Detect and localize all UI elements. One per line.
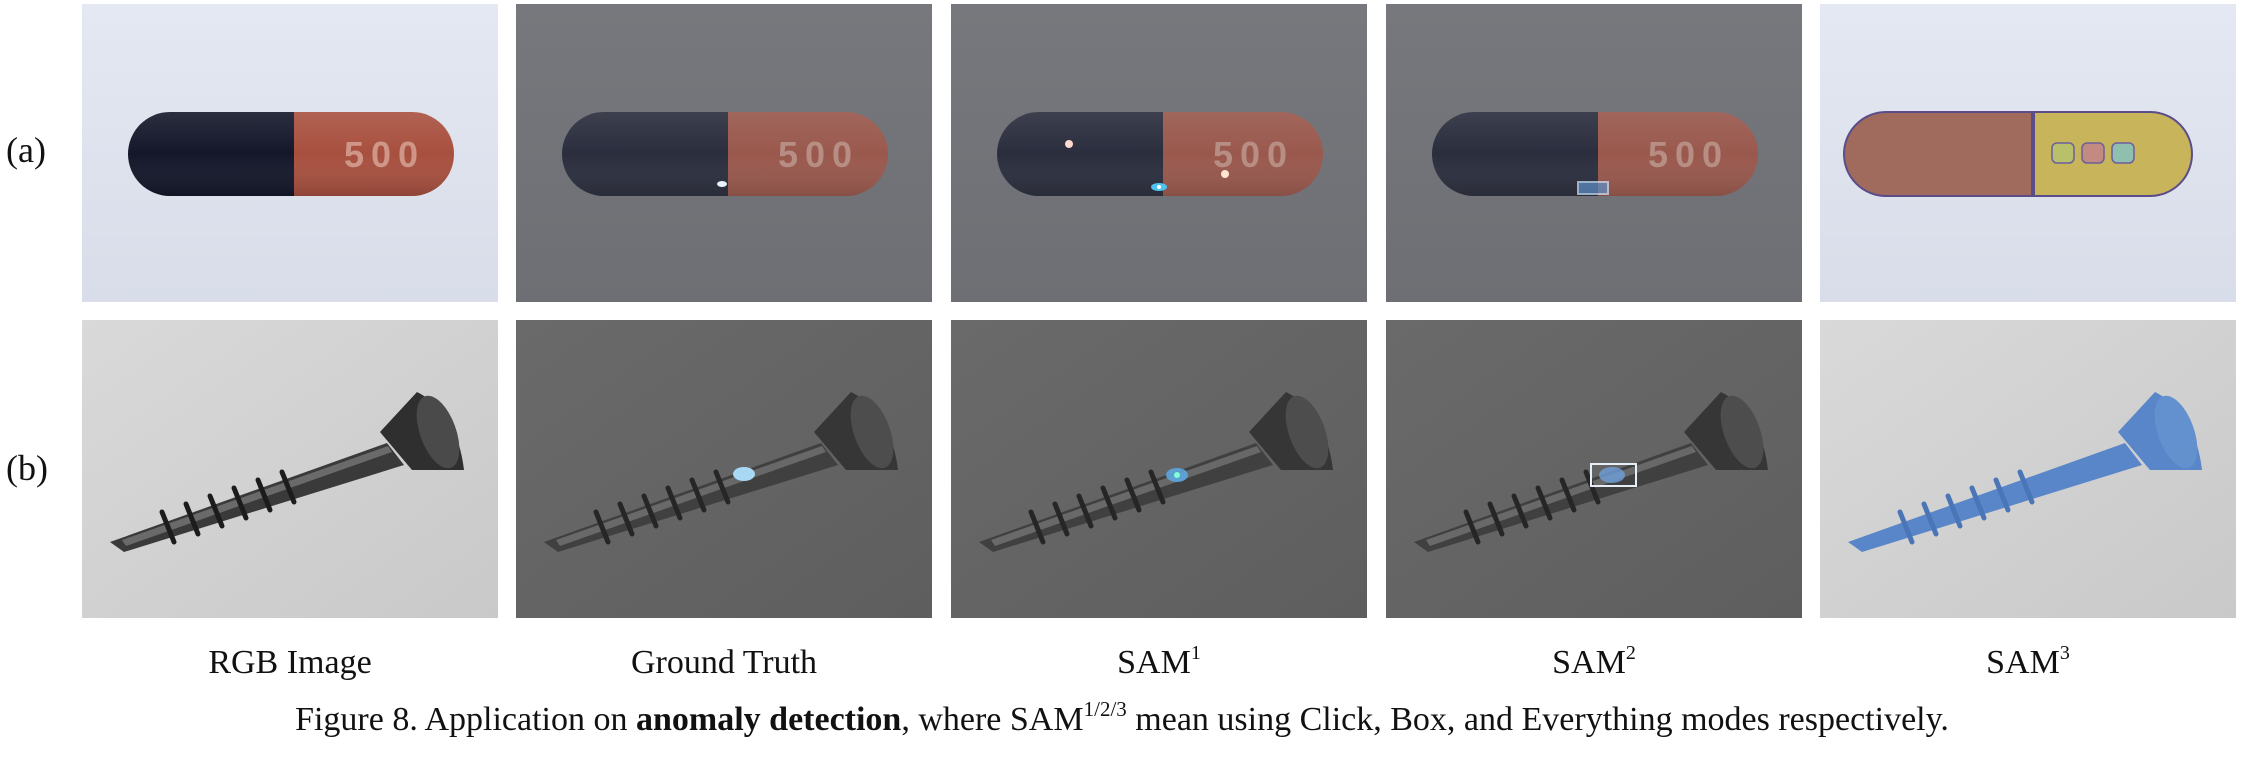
- screw-sam-box: [1386, 320, 1802, 618]
- column-label-text: SAM: [1986, 644, 2060, 681]
- column-label-sam-1: SAM1: [951, 643, 1367, 683]
- screw-sam-everything: [1820, 320, 2236, 618]
- column-label-text: RGB Image: [208, 644, 372, 681]
- column-label-rgb-image: RGB Image: [82, 643, 498, 683]
- column-label-superscript: 3: [2059, 642, 2070, 664]
- caption-prefix: Figure 8. Application on: [295, 701, 636, 738]
- screw-sam-click: [951, 320, 1367, 618]
- pill-sam-box: [1386, 4, 1802, 302]
- caption-bold-term: anomaly detection: [635, 701, 902, 738]
- column-label-sam-2: SAM2: [1386, 643, 1802, 683]
- column-label-sam-3: SAM3: [1820, 643, 2236, 683]
- pill-sam-click: [951, 4, 1367, 302]
- screw-rgb-image: [82, 320, 498, 618]
- caption-middle: , where SAM: [901, 701, 1084, 738]
- column-label-ground-truth: Ground Truth: [516, 643, 932, 683]
- column-label-text: Ground Truth: [630, 644, 818, 681]
- pill-sam-everything: [1820, 4, 2236, 302]
- pill-rgb-image: [82, 4, 498, 302]
- column-label-text: SAM: [1552, 644, 1626, 681]
- row-label-a: (a): [6, 130, 46, 170]
- column-label-superscript: 2: [1625, 642, 1636, 664]
- column-label-superscript: 1: [1190, 642, 1201, 664]
- row-label-b: (b): [6, 448, 48, 488]
- pill-ground-truth: [516, 4, 932, 302]
- column-label-text: SAM: [1117, 644, 1191, 681]
- figure-caption: Figure 8. Application on anomaly detecti…: [0, 698, 2244, 742]
- screw-ground-truth: [516, 320, 932, 618]
- caption-superscript: 1/2/3: [1083, 697, 1127, 721]
- caption-suffix: mean using Click, Box, and Everything mo…: [1126, 701, 1949, 738]
